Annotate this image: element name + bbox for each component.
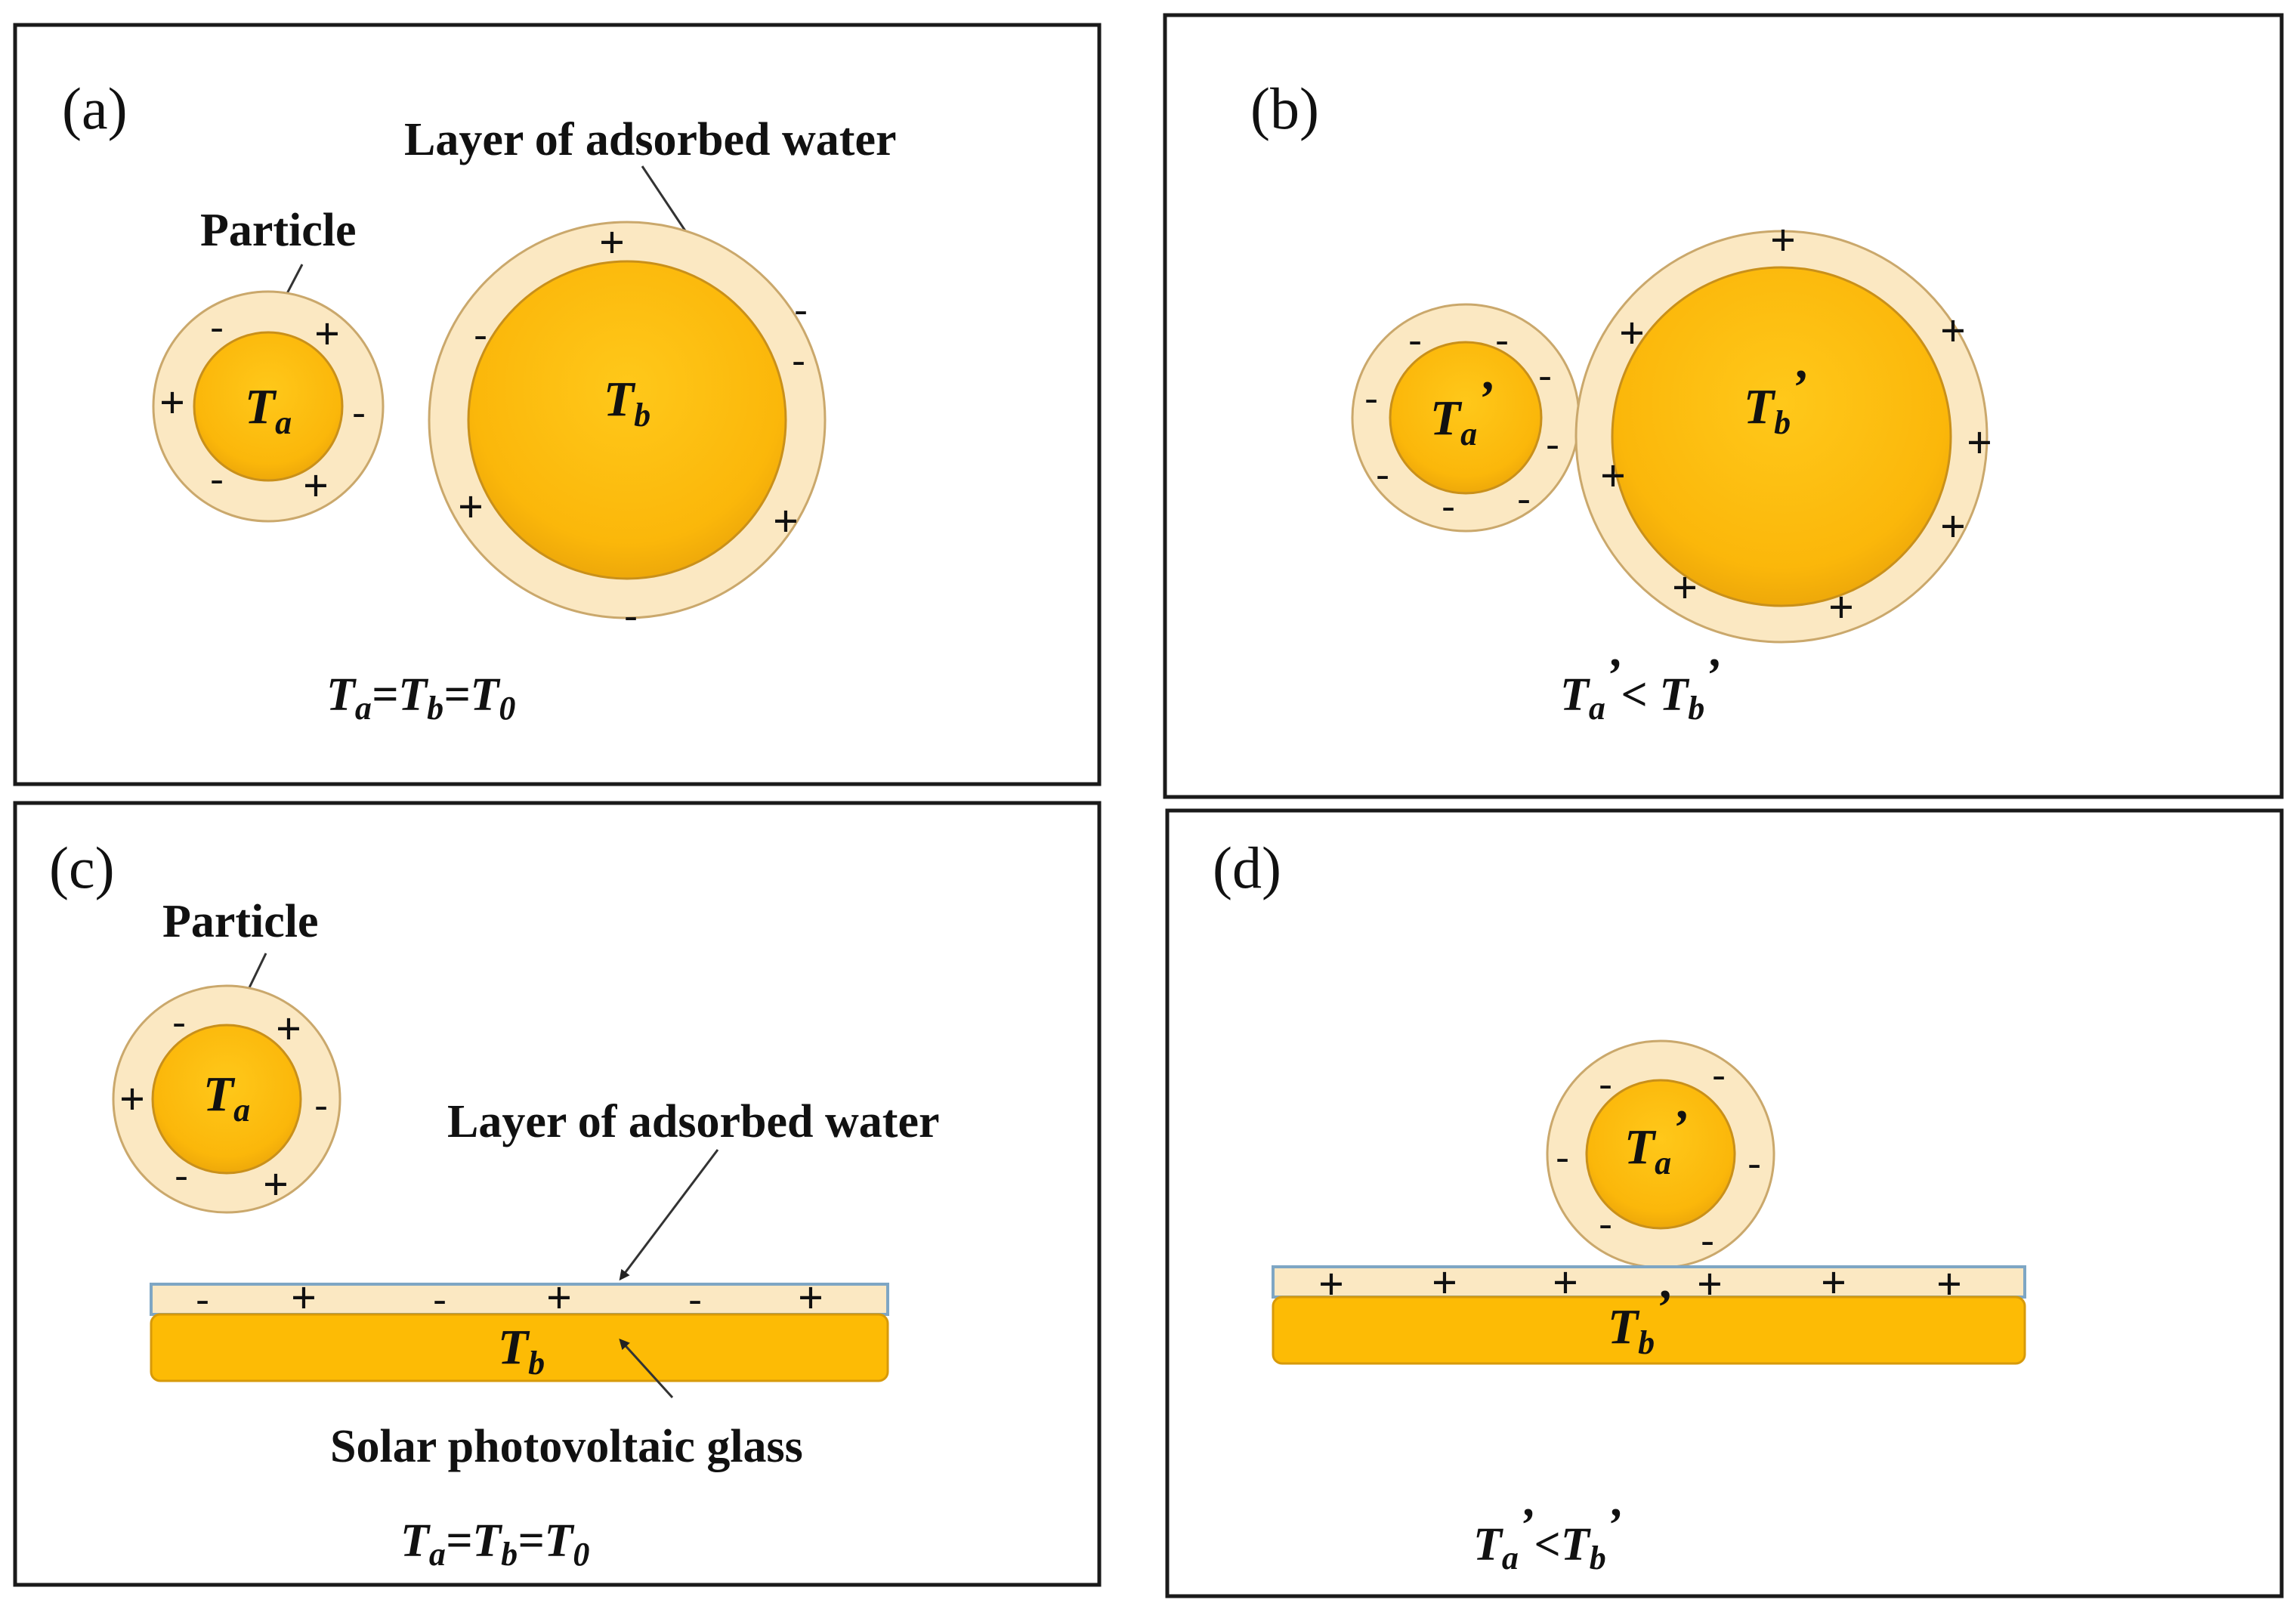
charge-minus: - xyxy=(1701,1219,1714,1262)
panel-a-water-label: Layer of adsorbed water xyxy=(404,114,896,165)
panel-c-label: (c) xyxy=(49,835,115,900)
panel-c-particle-label: Particle xyxy=(162,896,319,947)
particle-core xyxy=(193,331,344,482)
charge-plus: + xyxy=(276,1004,301,1054)
panel-d-label: (d) xyxy=(1213,835,1281,900)
charge-minus: - xyxy=(624,594,637,638)
charge-minus: - xyxy=(1546,423,1559,466)
charge-minus: - xyxy=(1408,319,1421,362)
charge-minus: - xyxy=(172,1001,185,1044)
panel-b-frame xyxy=(1163,13,2284,799)
charge-plus: + xyxy=(314,309,340,359)
charge-plus: + xyxy=(1619,308,1645,358)
glass-temperature: Tb xyxy=(498,1320,545,1382)
panel-a-small-particle: Ta - + + - - + xyxy=(152,290,385,523)
charge-plus: + xyxy=(1940,306,1966,356)
charge-minus: - xyxy=(433,1278,446,1321)
adsorbed-water-layer xyxy=(1272,1265,2026,1299)
charge-minus: - xyxy=(1556,1136,1568,1179)
charge-minus: - xyxy=(792,339,805,382)
panel-c-glass-label: Solar photovoltaic glass xyxy=(330,1421,803,1472)
particle-temperature: Tb xyxy=(604,372,650,434)
charge-plus: + xyxy=(1940,502,1966,551)
panel-a: (a) Layer of adsorbed water Particle Ta … xyxy=(13,23,1102,786)
panel-b-label: (b) xyxy=(1250,76,1319,141)
charge-plus: + xyxy=(458,482,484,532)
charge-plus: + xyxy=(1967,418,1992,468)
charge-minus: - xyxy=(1712,1054,1725,1097)
charge-minus: - xyxy=(1538,354,1551,397)
panel-d-frame xyxy=(1165,808,2284,1598)
particle-temperature: Ta xyxy=(203,1067,250,1129)
panel-a-frame xyxy=(13,23,1102,786)
charge-minus: - xyxy=(196,1278,209,1321)
charge-plus: + xyxy=(159,378,185,428)
charge-minus: - xyxy=(1517,477,1530,520)
charge-minus: - xyxy=(688,1278,701,1321)
panel-b: (b) Ta’ - - - - - - - - Tb’ + + + + + + … xyxy=(1163,13,2284,799)
charge-plus: + xyxy=(1600,451,1626,501)
panel-c-frame xyxy=(13,801,1102,1587)
charge-plus: + xyxy=(773,496,799,546)
charge-minus: - xyxy=(352,391,365,434)
panel-a-equation: Ta=Tb=T0 xyxy=(326,669,515,727)
charge-minus: - xyxy=(794,289,807,332)
panel-c-particle: Ta - + + - - + xyxy=(112,984,341,1214)
panel-a-large-particle: Tb + - - - + + - xyxy=(428,218,827,638)
charge-minus: - xyxy=(210,458,223,501)
particle-core xyxy=(1585,1079,1736,1230)
panel-a-label: (a) xyxy=(62,76,128,141)
particle-temperature: Ta’ xyxy=(1624,1100,1688,1181)
charge-minus: - xyxy=(1495,319,1508,362)
charge-minus: - xyxy=(314,1084,327,1127)
charge-minus: - xyxy=(175,1154,187,1197)
panel-c-equation: Ta=Tb=T0 xyxy=(400,1515,589,1573)
panel-c-glass-arrow xyxy=(619,1339,674,1399)
photovoltaic-glass-slab xyxy=(150,1313,889,1382)
charge-minus: - xyxy=(1376,453,1389,496)
charge-minus: - xyxy=(1747,1142,1760,1185)
charge-minus: - xyxy=(474,313,487,357)
particle-temperature: Ta xyxy=(245,379,292,441)
adsorbed-water-layer xyxy=(150,1283,889,1316)
charge-minus: - xyxy=(1599,1063,1612,1106)
charge-plus: + xyxy=(119,1074,145,1124)
photovoltaic-glass-slab xyxy=(1272,1296,2026,1365)
charge-minus: - xyxy=(1364,377,1377,420)
panel-d-equation: Ta’<Tb’ xyxy=(1473,1499,1621,1577)
panel-a-particle-label: Particle xyxy=(200,205,357,256)
charge-plus: + xyxy=(1770,215,1796,265)
charge-minus: - xyxy=(1442,485,1454,528)
charge-plus: + xyxy=(1828,582,1854,632)
particle-core xyxy=(151,1024,302,1175)
particle-core xyxy=(1611,266,1952,607)
charge-plus: + xyxy=(303,461,329,511)
panel-c-water-arrow xyxy=(619,1149,719,1281)
charge-plus: + xyxy=(599,218,625,267)
particle-core xyxy=(1389,341,1543,495)
panel-b-large-particle: Tb’ + + + + + + + + xyxy=(1574,215,1992,644)
particle-temperature: Tb’ xyxy=(1744,360,1807,441)
panel-b-equation: Ta’< Tb’ xyxy=(1560,650,1720,727)
charge-plus: + xyxy=(263,1160,289,1209)
panel-b-small-particle: Ta’ - - - - - - - - xyxy=(1351,303,1581,533)
panel-d: (d) Ta’ - - - - - - + + + + + + Tb’ Ta’<… xyxy=(1165,808,2284,1598)
charge-plus: + xyxy=(1672,563,1698,613)
panel-d-particle: Ta’ - - - - - - xyxy=(1546,1039,1775,1269)
charge-minus: - xyxy=(1599,1203,1612,1246)
particle-core xyxy=(467,260,787,580)
particle-temperature: Ta’ xyxy=(1430,371,1494,452)
glass-temperature: Tb’ xyxy=(1608,1280,1671,1361)
panel-c: (c) Particle Ta - + + - - + Layer of ads… xyxy=(13,801,1102,1587)
panel-c-water-label: Layer of adsorbed water xyxy=(447,1096,939,1147)
charge-minus: - xyxy=(210,306,223,349)
